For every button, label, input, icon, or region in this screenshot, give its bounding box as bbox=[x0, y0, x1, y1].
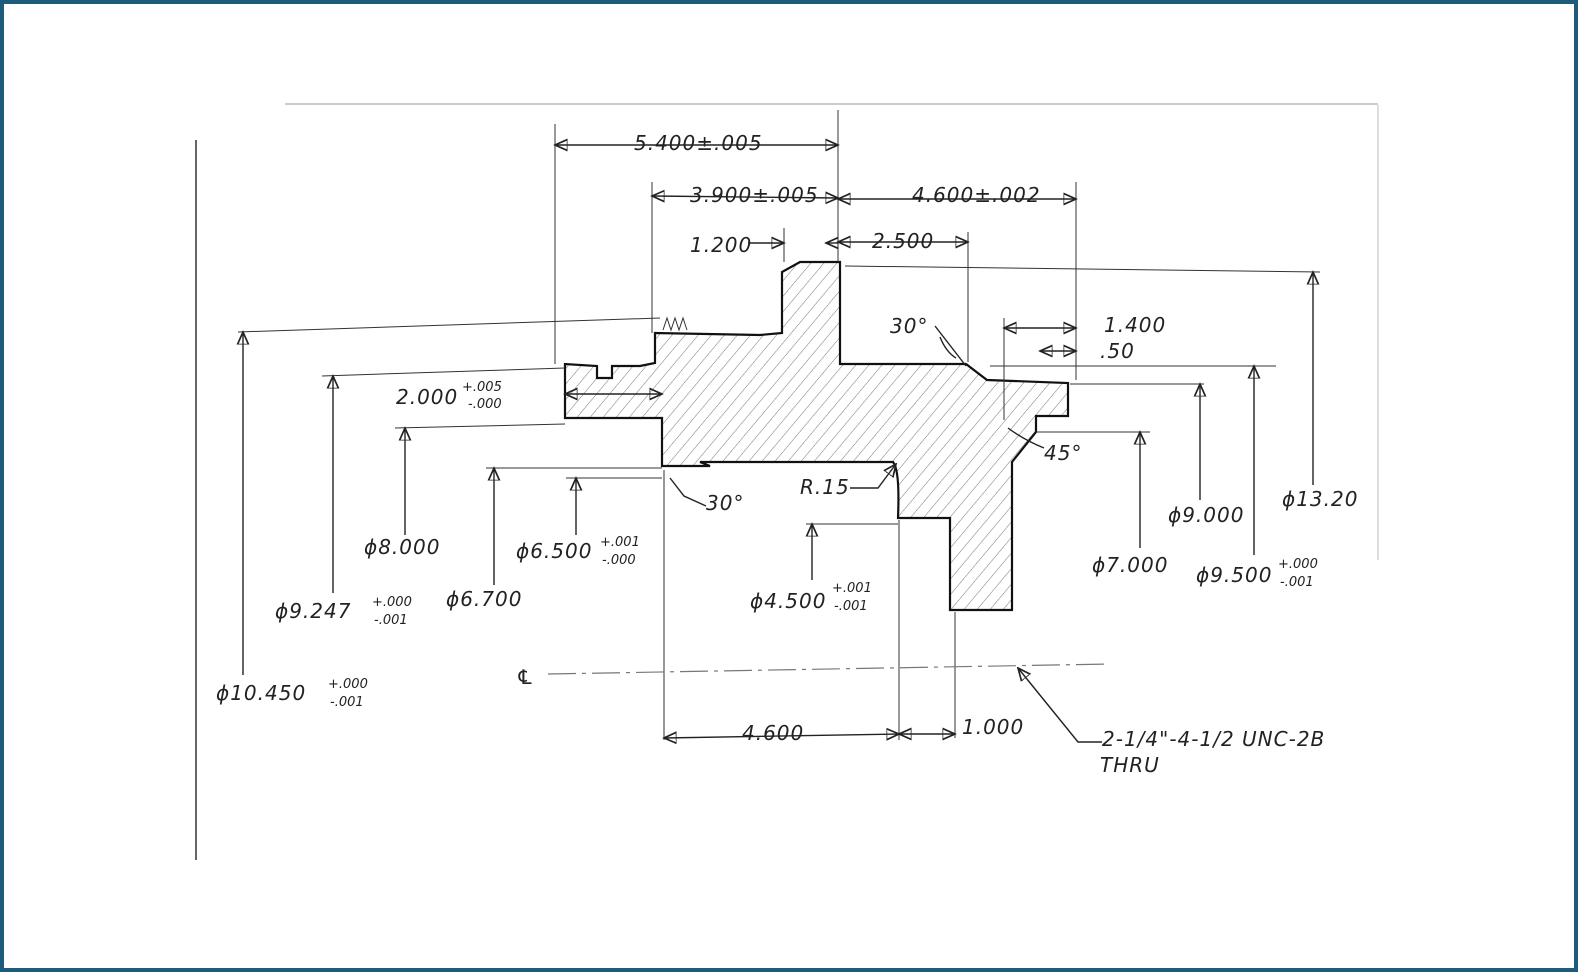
tol-2000-minus: -.000 bbox=[468, 397, 502, 412]
label-angle-30-top: 30° bbox=[890, 314, 928, 338]
radius-leader bbox=[850, 464, 896, 489]
ext-line bbox=[844, 265, 1321, 273]
centerline bbox=[547, 663, 1111, 675]
label-radius: R.15 bbox=[800, 475, 850, 499]
label-dia-1320: ϕ13.20 bbox=[1282, 487, 1358, 511]
thread-teeth bbox=[662, 316, 688, 332]
label-thread-thru: THRU bbox=[1100, 753, 1160, 777]
label-050: .50 bbox=[1100, 339, 1135, 363]
part-section bbox=[563, 260, 1070, 612]
tol-10450-minus: -.001 bbox=[330, 695, 364, 710]
label-1400: 1.400 bbox=[1104, 313, 1166, 337]
label-5400: 5.400±.005 bbox=[634, 131, 763, 155]
tol-10450-plus: +.000 bbox=[328, 677, 368, 692]
angle-45-leader bbox=[1007, 427, 1045, 449]
label-dia-6700: ϕ6.700 bbox=[446, 587, 522, 611]
label-4600-bottom: 4.600 bbox=[742, 721, 804, 745]
dim-line-3900 bbox=[652, 196, 838, 198]
dim-line-4600-bottom bbox=[664, 734, 899, 738]
label-dia-7000: ϕ7.000 bbox=[1092, 553, 1168, 577]
label-angle-30-bottom: 30° bbox=[706, 491, 744, 515]
label-angle-45: 45° bbox=[1044, 441, 1082, 465]
tol-9247-minus: -.001 bbox=[374, 613, 408, 628]
label-dia-9500: ϕ9.500 bbox=[1196, 563, 1272, 587]
tol-6500-plus: +.001 bbox=[600, 535, 640, 550]
ext-line bbox=[237, 317, 661, 333]
thread-leader bbox=[1018, 668, 1102, 743]
tol-9247-plus: +.000 bbox=[372, 595, 412, 610]
tol-4500-minus: -.001 bbox=[834, 599, 868, 614]
label-dia-10450: ϕ10.450 bbox=[216, 681, 306, 705]
label-dia-8000: ϕ8.000 bbox=[364, 535, 440, 559]
label-dia-6500: ϕ6.500 bbox=[516, 539, 592, 563]
label-2000: 2.000 bbox=[396, 385, 458, 409]
label-4600-top: 4.600±.002 bbox=[912, 183, 1041, 207]
label-1200: 1.200 bbox=[690, 233, 752, 257]
tol-4500-plus: +.001 bbox=[832, 581, 872, 596]
ext-line bbox=[321, 367, 566, 377]
centerline-symbol: ℄ bbox=[516, 665, 535, 689]
tol-9500-plus: +.000 bbox=[1278, 557, 1318, 572]
tol-2000-plus: +.005 bbox=[462, 380, 502, 395]
label-thread: 2-1/4"-4-1/2 UNC-2B bbox=[1102, 727, 1325, 751]
label-1000: 1.000 bbox=[962, 715, 1024, 739]
label-dia-9000: ϕ9.000 bbox=[1168, 503, 1244, 527]
ext-line bbox=[394, 423, 566, 429]
tol-9500-minus: -.001 bbox=[1280, 575, 1314, 590]
angle-30-bottom-leader bbox=[669, 477, 707, 507]
tol-6500-minus: -.000 bbox=[602, 553, 636, 568]
label-2500: 2.500 bbox=[872, 229, 934, 253]
label-3900: 3.900±.005 bbox=[690, 183, 819, 207]
angle-30-top-leader bbox=[934, 325, 967, 367]
label-dia-4500: ϕ4.500 bbox=[750, 589, 826, 613]
label-dia-9247: ϕ9.247 bbox=[275, 599, 351, 623]
